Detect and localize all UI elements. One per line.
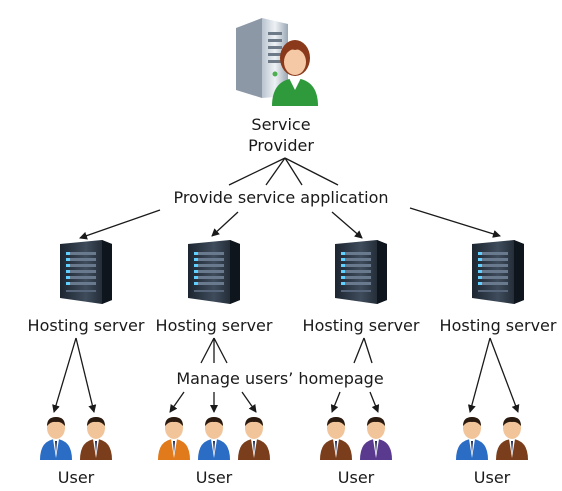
hosting-server-label: Hosting server xyxy=(302,316,420,335)
user-icon xyxy=(360,417,392,460)
server-icon xyxy=(60,240,112,304)
user-icon xyxy=(320,417,352,460)
hosting-server-label: Hosting server xyxy=(439,316,557,335)
user-label: User xyxy=(57,468,95,487)
user-icon xyxy=(158,417,190,460)
manage-to-user-arrows xyxy=(169,391,380,413)
server-icon xyxy=(188,240,240,304)
provider-to-label-lines xyxy=(228,157,339,186)
user-icon xyxy=(496,417,528,460)
hosting-server-label: Hosting server xyxy=(27,316,145,335)
server-icon xyxy=(335,240,387,304)
user-label: User xyxy=(195,468,233,487)
manage-homepage-label: Manage users’ homepage xyxy=(176,369,384,388)
server-to-user-arrows xyxy=(52,337,520,413)
server-to-manage-lines xyxy=(200,337,373,364)
provide-service-label: Provide service application xyxy=(173,188,389,207)
provider-label-line2: Provider xyxy=(248,136,314,155)
user-icon xyxy=(40,417,72,460)
server-icon xyxy=(472,240,524,304)
hosting-server-label: Hosting server xyxy=(155,316,273,335)
user-icon xyxy=(198,417,230,460)
user-label: User xyxy=(337,468,375,487)
user-icon xyxy=(456,417,488,460)
provider-label-line1: Service xyxy=(251,115,311,134)
user-label: User xyxy=(473,468,511,487)
user-icon xyxy=(238,417,270,460)
service-provider-icon xyxy=(236,18,318,106)
label-to-server-arrows xyxy=(79,207,501,240)
user-icon xyxy=(80,417,112,460)
